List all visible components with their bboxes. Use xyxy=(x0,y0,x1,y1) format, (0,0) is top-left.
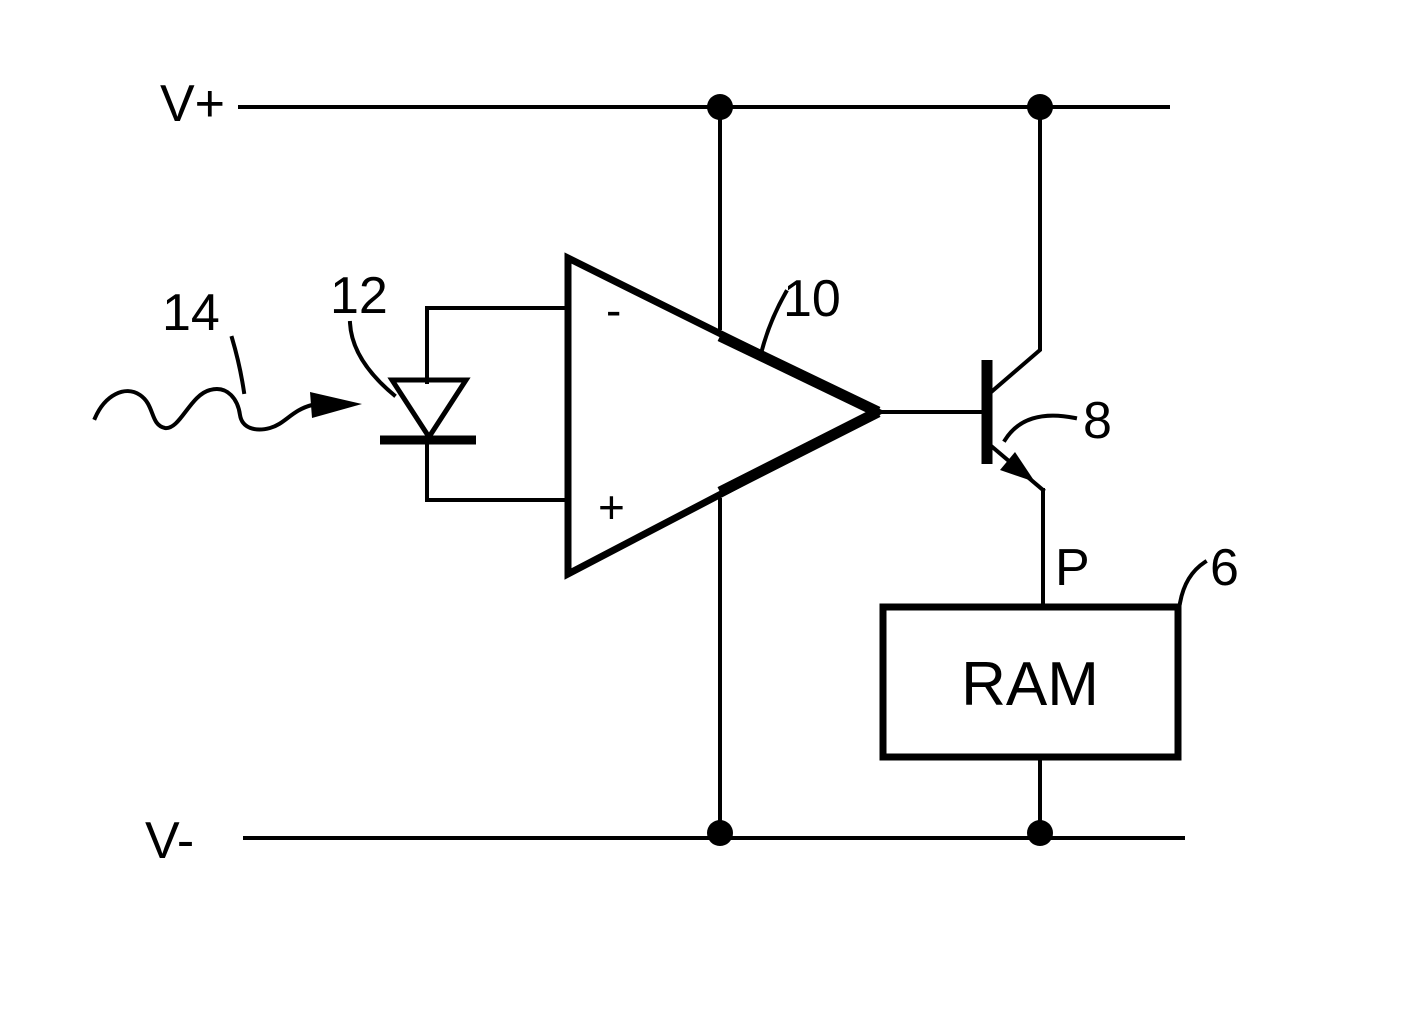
transistor-leader-line xyxy=(1005,416,1075,440)
node-p-label: P xyxy=(1055,539,1090,597)
light-arrowhead xyxy=(310,392,362,418)
opamp-reference-label: 10 xyxy=(783,270,841,328)
transistor-collector xyxy=(990,107,1040,393)
negative-rail-label: V- xyxy=(145,812,194,870)
opamp-upper-edge-heavy xyxy=(720,336,878,412)
light-reference-label: 14 xyxy=(162,284,220,342)
photodiode-cathode-wire xyxy=(427,440,568,500)
opamp-inverting-label: - xyxy=(606,284,621,336)
opamp-lower-edge-heavy xyxy=(720,412,878,492)
opamp-noninverting-label: + xyxy=(598,481,625,533)
ram-reference-label: 6 xyxy=(1210,539,1239,597)
light-wave xyxy=(95,389,312,429)
positive-rail-label: V+ xyxy=(160,75,225,133)
photodiode-leader-line xyxy=(350,323,394,395)
light-leader-line xyxy=(232,338,244,392)
ram-label: RAM xyxy=(961,650,1099,719)
ram-leader-line xyxy=(1180,562,1205,603)
photodiode-reference-label: 12 xyxy=(330,267,388,325)
transistor-reference-label: 8 xyxy=(1083,392,1112,450)
photodiode-triangle xyxy=(392,380,466,437)
photodiode-anode-wire xyxy=(427,308,568,382)
